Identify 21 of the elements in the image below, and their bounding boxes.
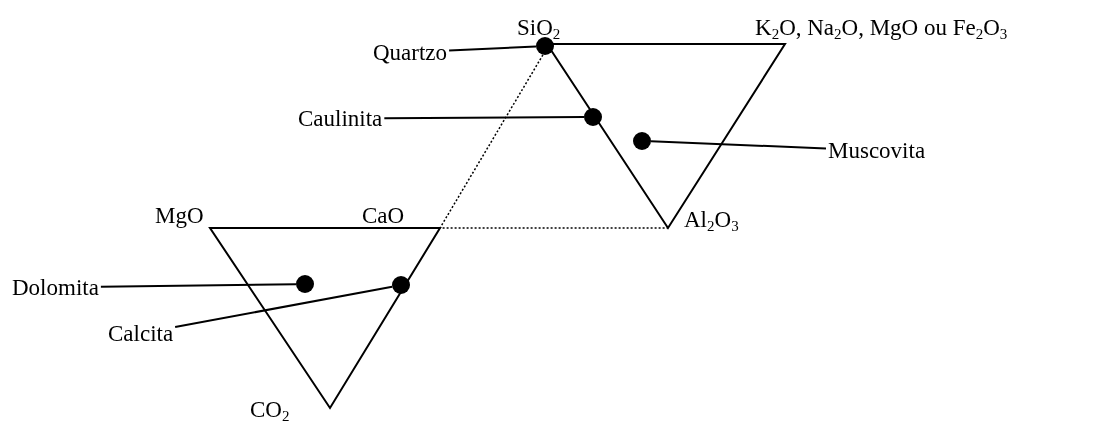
point-marker — [296, 275, 314, 293]
leader-line — [174, 285, 394, 329]
point-marker — [584, 108, 602, 126]
leader-line — [650, 140, 827, 150]
leader-line — [383, 116, 585, 120]
oxide-label: K$_{2}$O, Na$_{2}$O, MgO ou Fe$_{2}$O$_{3}$ — [755, 16, 1008, 39]
leader-line — [99, 283, 297, 288]
leader-line — [448, 45, 537, 52]
mineral-label: Caulinita — [298, 107, 383, 130]
mineral-label: Calcita — [108, 322, 174, 345]
mineral-label: Muscovita — [828, 139, 926, 162]
point-marker — [633, 132, 651, 150]
mineral-label: Quartzo — [373, 41, 448, 64]
oxide-label: CO$_{2}$ — [250, 398, 290, 421]
point-marker — [392, 276, 410, 294]
oxide-label: CaO — [362, 204, 405, 227]
oxide-label: MgO — [155, 204, 204, 227]
point-marker — [536, 37, 554, 55]
oxide-label: SiO$_{2}$ — [517, 16, 561, 39]
oxide-label: Al$_{2}$O$_{3}$ — [684, 208, 739, 231]
mineral-label: Dolomita — [12, 276, 99, 299]
